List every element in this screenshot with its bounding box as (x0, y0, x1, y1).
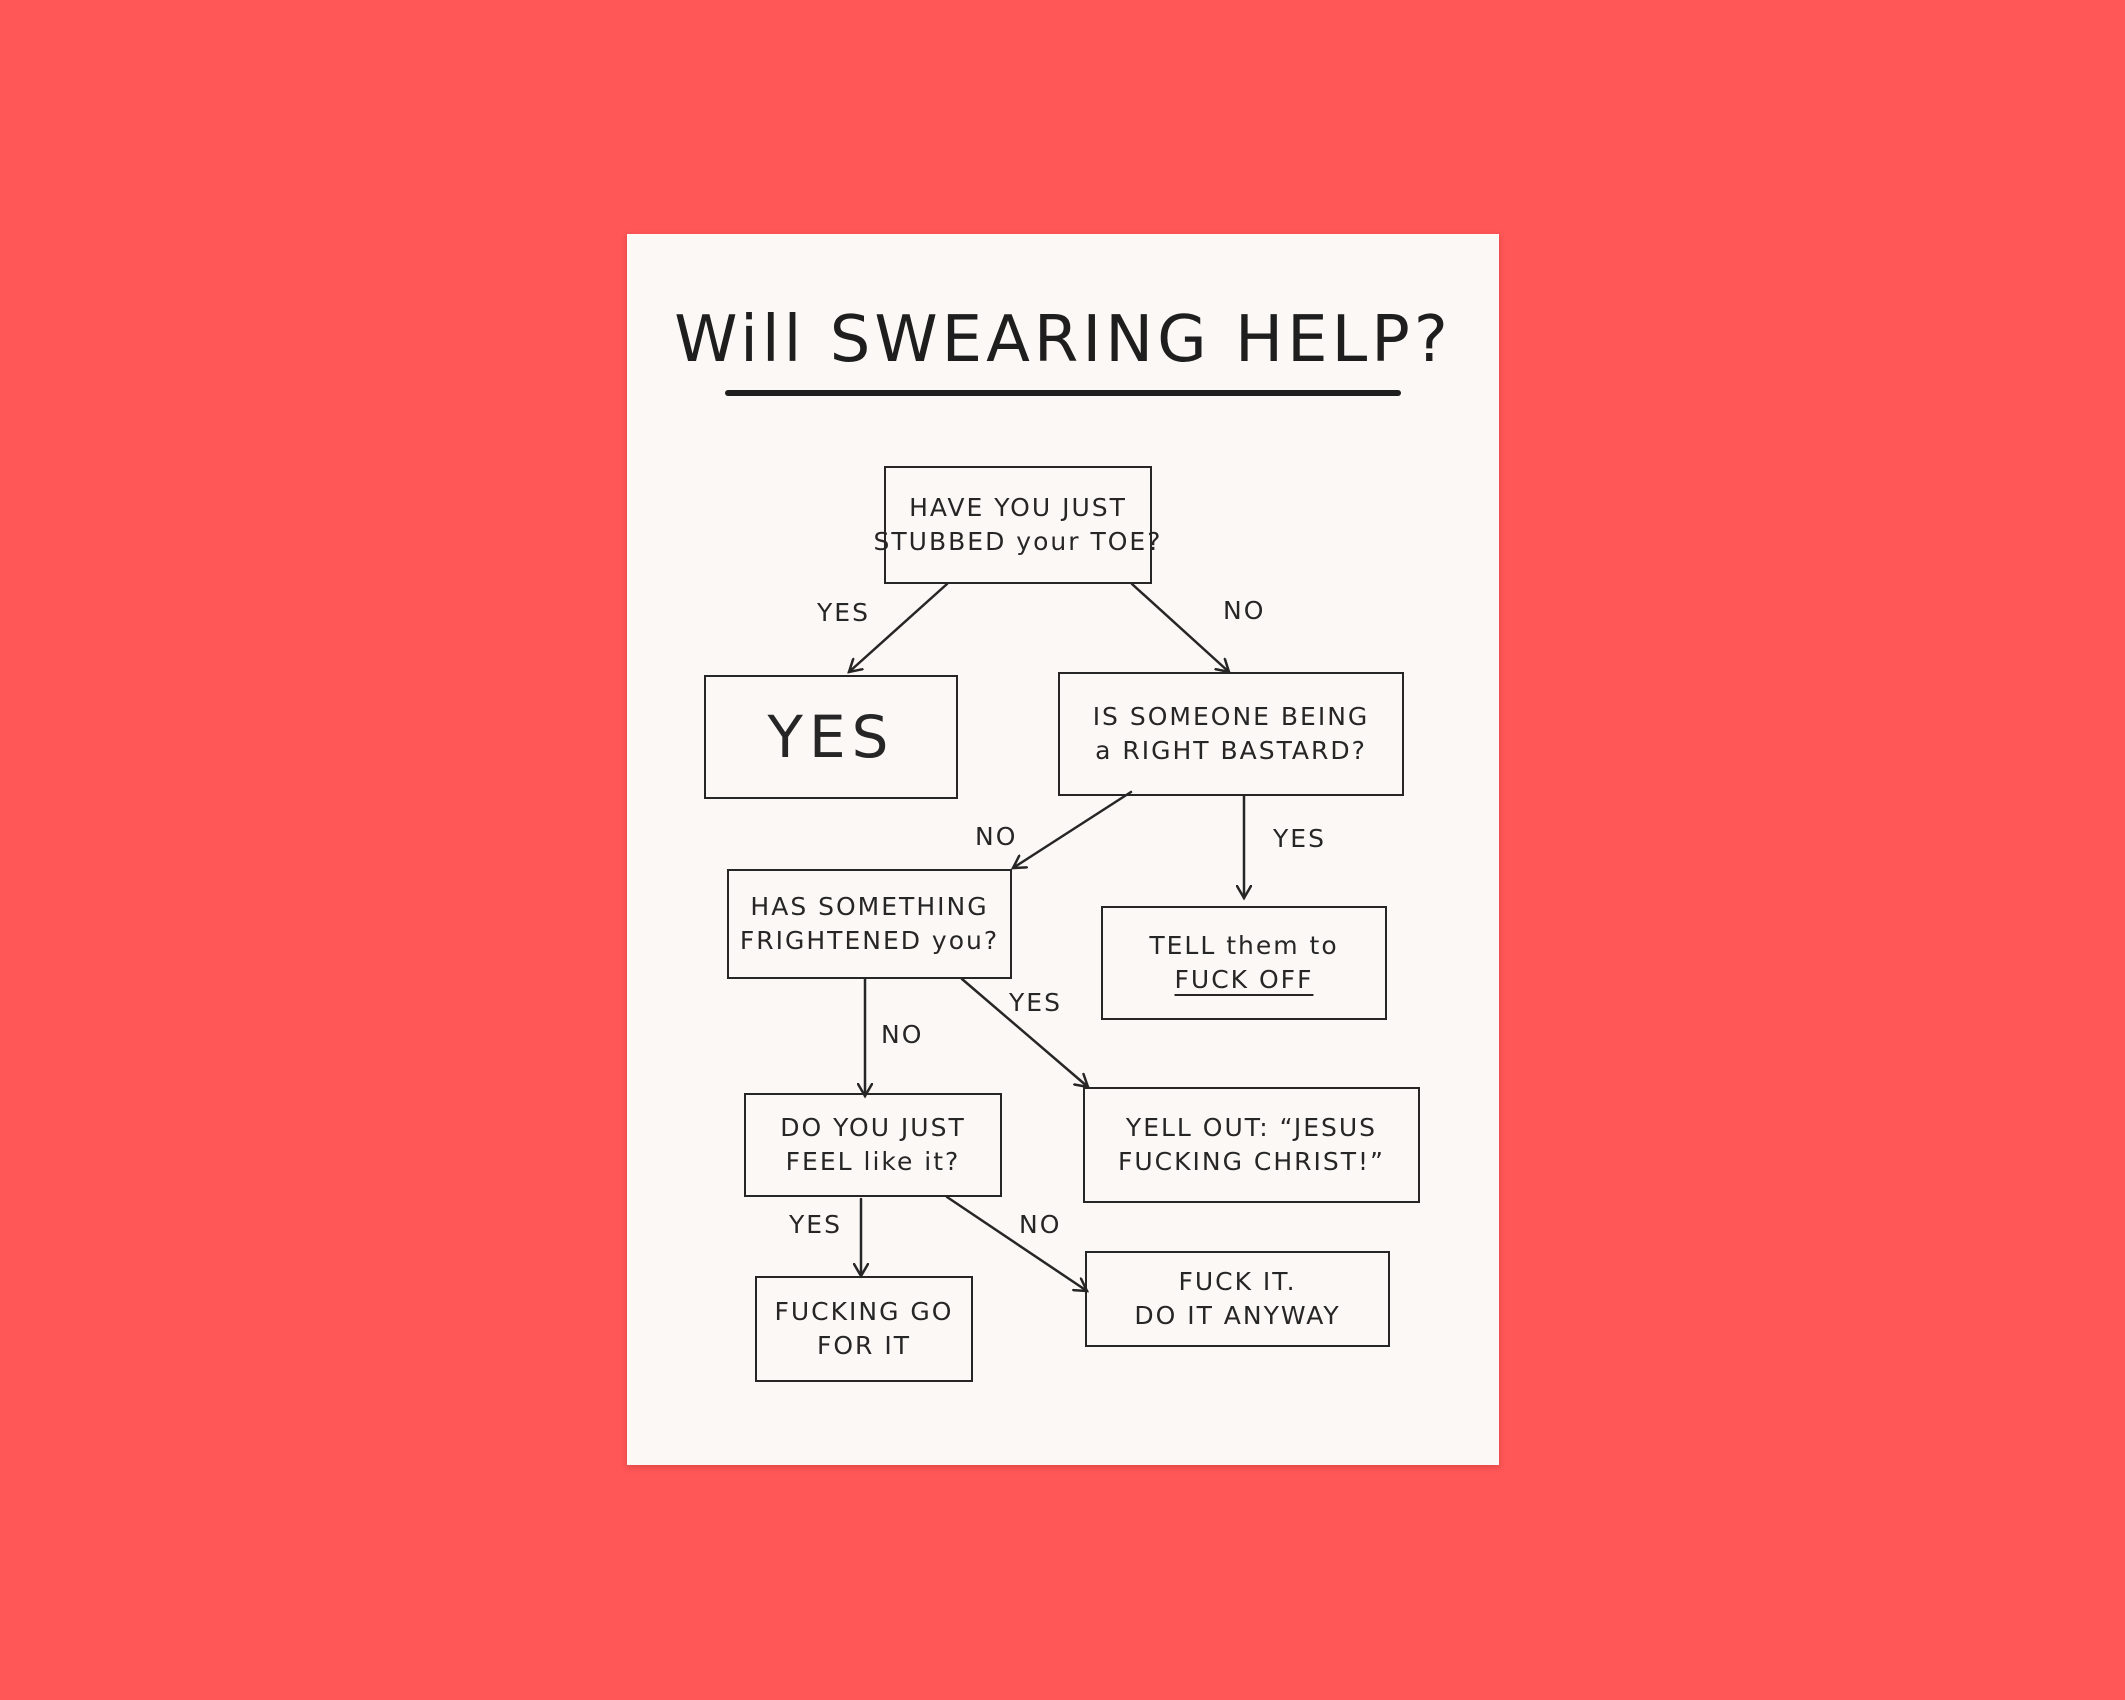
title-underline (725, 390, 1401, 396)
arrow-q2-no (1013, 790, 1133, 868)
result-line: YELL OUT: “JESUS (1125, 1113, 1378, 1143)
result-line: DO IT ANYWAY (1134, 1301, 1341, 1330)
result-yes: YES (704, 675, 958, 799)
result-yell-out: YELL OUT: “JESUS FUCKING CHRIST!” (1083, 1087, 1420, 1203)
result-yes-text: YES (767, 702, 895, 771)
question-line: IS SOMEONE BEING (1092, 702, 1370, 732)
flowchart-arrows (627, 582, 1499, 1465)
result-line: FUCKING GO (774, 1297, 954, 1327)
edge-label-q1-no: NO (1223, 596, 1266, 625)
question-frightened: HAS SOMETHING FRIGHTENED you? (727, 869, 1012, 979)
question-line: STUBBED your TOE? (873, 527, 1163, 556)
result-tell-them: TELL them to FUCK OFF (1101, 906, 1387, 1020)
question-right-bastard: IS SOMEONE BEING a RIGHT BASTARD? (1058, 672, 1404, 796)
result-line: FUCK IT. (1178, 1267, 1297, 1297)
result-line: TELL them to (1149, 931, 1339, 961)
question-line: HAS SOMETHING (750, 892, 989, 922)
result-do-it-anyway: FUCK IT. DO IT ANYWAY (1085, 1251, 1390, 1347)
result-go-for-it: FUCKING GO FOR IT (755, 1276, 973, 1382)
question-line: HAVE YOU JUST (909, 493, 1127, 523)
arrow-q1-no (1130, 582, 1229, 672)
edge-label-q2-no: NO (975, 822, 1018, 851)
page-title: Will SWEARING HELP? (674, 303, 1452, 377)
arrow-q1-yes (849, 582, 949, 672)
result-line: FUCKING CHRIST!” (1117, 1147, 1386, 1176)
edge-label-q1-yes: YES (817, 598, 870, 627)
question-stubbed-toe: HAVE YOU JUST STUBBED your TOE? (874, 466, 1160, 584)
question-line: a RIGHT BASTARD? (1095, 736, 1367, 765)
result-line: FUCK OFF (1174, 965, 1314, 994)
edge-label-q3-no: NO (881, 1020, 924, 1049)
edge-label-q4-yes: YES (789, 1210, 842, 1239)
arrow-q4-no (945, 1195, 1087, 1291)
flowchart-card: Will SWEARING HELP? HAVE YOU JUST STUBBE… (627, 234, 1499, 1465)
question-line: FEEL like it? (785, 1147, 961, 1176)
question-line: DO YOU JUST (780, 1113, 966, 1143)
arrow-q3-yes (960, 977, 1088, 1087)
question-feel-like-it: DO YOU JUST FEEL like it? (744, 1093, 1002, 1197)
question-line: FRIGHTENED you? (739, 926, 1000, 955)
edge-label-q4-no: NO (1019, 1210, 1062, 1239)
edge-label-q2-yes: YES (1273, 824, 1326, 853)
edge-label-q3-yes: YES (1009, 988, 1062, 1017)
result-line: FOR IT (816, 1331, 911, 1360)
